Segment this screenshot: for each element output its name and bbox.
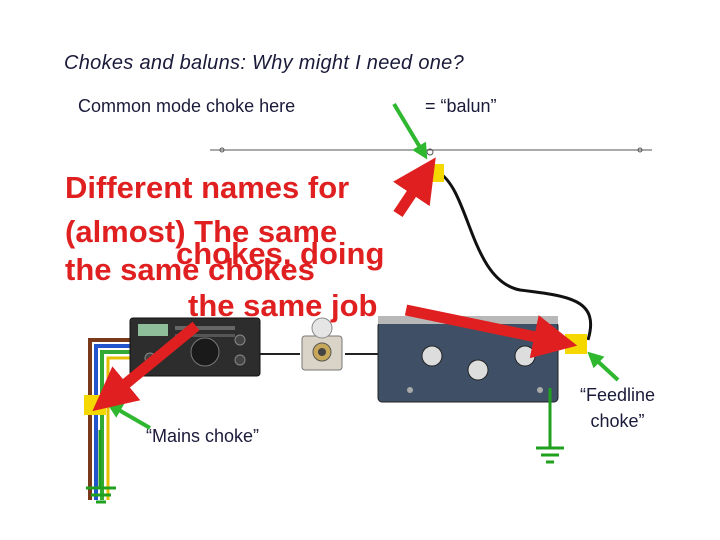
red-arrow-to-balun — [393, 157, 436, 218]
feedline-choke-marker — [565, 334, 587, 354]
overlay-text-line2: (almost) The same — [65, 214, 338, 249]
balun-label: = “balun” — [425, 96, 497, 116]
mains-pointer-arrow — [106, 402, 152, 430]
antenna-tuner — [377, 316, 559, 403]
balun-choke-marker — [426, 164, 444, 182]
overlay-text-line4: the same job — [188, 288, 378, 323]
ground-connections — [86, 388, 564, 504]
red-arrow-to-mains — [92, 321, 200, 412]
overlay-text-line3: the same chokes — [65, 252, 315, 287]
slide-title: Chokes and baluns: Why might I need one? — [64, 52, 465, 74]
red-arrow-to-feedline — [404, 304, 578, 359]
feedline-label-line1: “Feedline — [580, 385, 656, 405]
overlay-text-line1: Different names for — [65, 170, 350, 205]
feedline-label-line2: choke” — [590, 411, 645, 431]
common-mode-choke-label: Common mode choke here — [78, 96, 296, 116]
feedline-pointer-arrow — [587, 351, 620, 382]
mains-choke-marker — [84, 395, 106, 415]
balun-pointer-arrow — [392, 102, 428, 160]
swr-meter — [301, 317, 343, 371]
feedline-coax — [437, 170, 593, 341]
overlay-text-line3b: chokes, doing — [176, 236, 385, 271]
dipole-antenna — [210, 147, 652, 156]
feedline-choke-label: “Feedline choke” — [580, 382, 655, 434]
transceiver-radio — [129, 317, 261, 377]
mains-choke-label: “Mains choke” — [146, 426, 260, 446]
